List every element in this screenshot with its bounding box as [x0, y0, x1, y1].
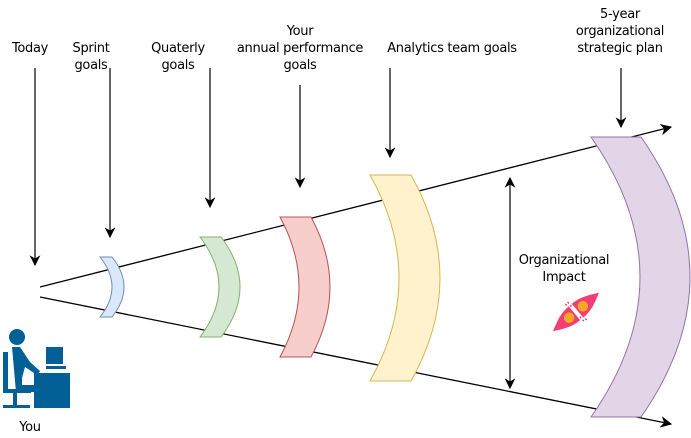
sprint-goals-label: Sprint goals: [72, 41, 110, 73]
funnel-lower-line: [39, 296, 673, 428]
sprint-goals-lens: [98, 256, 125, 318]
person-at-desk-icon: [3, 329, 70, 408]
quarterly-goals-label: Quaterly goals: [151, 41, 205, 73]
analytics-team-goals-label: Analytics team goals: [387, 41, 517, 56]
you-label: You: [19, 420, 41, 435]
quarterly-goals-lens: [198, 236, 241, 338]
colliding-particles-icon: [553, 292, 599, 332]
strategic-plan-lens: [590, 136, 691, 418]
strategic-plan-label: 5-year organizational strategic plan: [575, 7, 665, 56]
funnel-upper-line: [39, 123, 673, 288]
today-label: Today: [11, 41, 49, 56]
annual-performance-goals-label: Your annual performance goals: [236, 24, 364, 73]
analytics-team-goals-lens: [369, 174, 441, 382]
organizational-impact-label: Organizational Impact: [518, 253, 610, 285]
annual-performance-goals-lens: [279, 216, 331, 358]
